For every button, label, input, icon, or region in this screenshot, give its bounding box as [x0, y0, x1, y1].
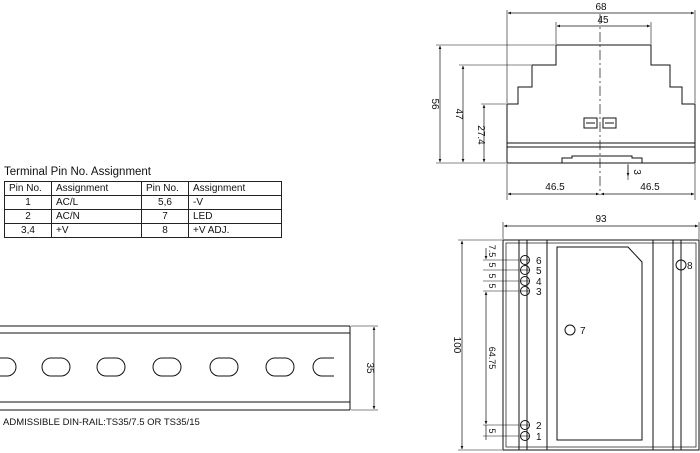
dim-total-height: 56 — [429, 98, 440, 110]
dim-right-half: 46.5 — [640, 182, 660, 193]
rail-slot-2 — [41, 357, 71, 377]
table-row: 1 AC/L 5,6 -V — [4, 195, 282, 210]
front-view-outline — [502, 239, 700, 451]
side-view-outline — [506, 44, 696, 164]
cell: 7 — [141, 209, 189, 224]
rail-slot-1 — [0, 357, 17, 377]
side-view-screw-right — [602, 117, 617, 129]
side-view-base — [506, 142, 696, 164]
din-rail — [0, 325, 378, 411]
dim-front-height: 100 — [451, 337, 462, 354]
rail-slot-5 — [209, 357, 239, 377]
side-view-screw-left — [583, 117, 598, 129]
table-header-row: Pin No. Assignment Pin No. Assignment — [4, 181, 282, 196]
dim-mid-height: 47 — [453, 108, 464, 120]
dim-top-width: 45 — [597, 15, 609, 26]
dim-pitch-bottom: 5 — [487, 428, 497, 433]
led-indicator — [564, 324, 576, 336]
rail-slot-7 — [312, 357, 334, 377]
pin-label-8: 8 — [687, 261, 693, 272]
dim-pitch-4: 5 — [487, 283, 497, 288]
front-view-pin-labels: 6 5 4 3 2 1 7 8 — [536, 256, 693, 443]
front-view-dimension-labels: 93 100 7.5 5 5 5 64.75 5 — [451, 214, 607, 434]
dim-pitch-3: 5 — [487, 273, 497, 278]
dim-left-half: 46.5 — [545, 182, 565, 193]
pin-label-6: 6 — [536, 256, 542, 267]
pin-label-2: 2 — [536, 421, 542, 432]
pin-label-1: 1 — [536, 432, 542, 443]
header-assignment-2: Assignment — [188, 181, 282, 196]
cell: LED — [188, 209, 282, 224]
dim-total-width: 68 — [595, 2, 607, 13]
header-pin-no-2: Pin No. — [141, 181, 189, 196]
header-pin-no-1: Pin No. — [4, 181, 52, 196]
cell: 8 — [141, 223, 189, 238]
rail-slot-4 — [152, 357, 182, 377]
cell: 1 — [4, 195, 52, 210]
cell: AC/L — [51, 195, 142, 210]
pin-label-7: 7 — [580, 326, 586, 337]
din-rail-height-dim: 35 — [364, 362, 375, 374]
cell: 2 — [4, 209, 52, 224]
rail-slot-6 — [265, 357, 295, 377]
dim-terminal-span: 64.75 — [487, 347, 497, 370]
pin-table-title: Terminal Pin No. Assignment — [4, 166, 152, 178]
dim-clip-depth: 3 — [631, 169, 642, 175]
cell: -V — [188, 195, 282, 210]
table-row: 2 AC/N 7 LED — [4, 209, 282, 224]
cell: AC/N — [51, 209, 142, 224]
rail-slot-3 — [96, 357, 126, 377]
side-view — [436, 10, 696, 200]
table-row: 3,4 +V 8 +V ADJ. — [4, 223, 282, 238]
dim-front-width: 93 — [595, 214, 607, 225]
pin-label-5: 5 — [536, 266, 542, 277]
front-view-label-window — [556, 246, 643, 441]
cell: 5,6 — [141, 195, 189, 210]
front-view — [458, 222, 700, 451]
header-assignment-1: Assignment — [51, 181, 142, 196]
cell: 3,4 — [4, 223, 52, 238]
side-view-dimension-labels: 68 45 56 47 27.4 3 46.5 46.5 — [429, 2, 660, 193]
voltage-adjust-pot — [675, 259, 687, 271]
dim-pitch-1: 7.5 — [487, 245, 497, 258]
cell: +V ADJ. — [188, 223, 282, 238]
cell: +V — [51, 223, 142, 238]
pin-assignment-table: Pin No. Assignment Pin No. Assignment 1 … — [4, 181, 282, 238]
din-rail-caption: ADMISSIBLE DIN-RAIL:TS35/7.5 OR TS35/15 — [3, 417, 200, 428]
pin-label-3: 3 — [536, 287, 542, 298]
dim-pitch-2: 5 — [487, 262, 497, 267]
dim-base-height: 27.4 — [475, 125, 486, 145]
pin-label-4: 4 — [536, 277, 542, 288]
